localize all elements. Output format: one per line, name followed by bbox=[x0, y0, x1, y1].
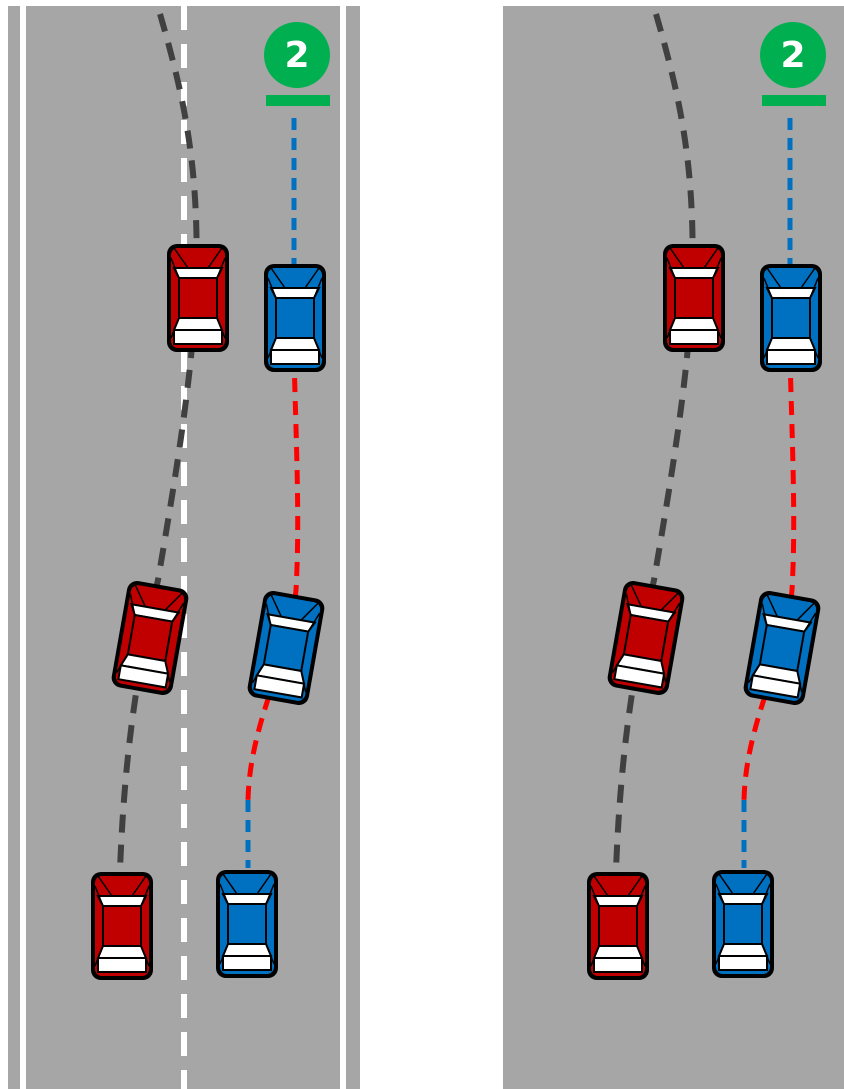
blue-car-path bbox=[245, 354, 301, 801]
red-car-step-1-right bbox=[662, 243, 726, 353]
red-car-path-right bbox=[613, 13, 696, 871]
edge-line-left bbox=[20, 6, 26, 1089]
blue-car-step-3-right bbox=[711, 869, 775, 979]
left-panel: 2 bbox=[8, 6, 360, 1089]
red-car-step-3 bbox=[90, 871, 154, 981]
red-car-step-3-right bbox=[586, 871, 650, 981]
blue-car-step-1-right bbox=[759, 263, 823, 373]
red-car-step-1 bbox=[166, 243, 230, 353]
red-car-path bbox=[117, 13, 200, 871]
edge-line-right bbox=[340, 6, 346, 1089]
blue-car-path-right bbox=[741, 354, 797, 801]
right-panel: 2 bbox=[503, 6, 844, 1089]
blue-car-step-3 bbox=[215, 869, 279, 979]
step-badge-left: 2 bbox=[264, 22, 330, 106]
badge-label-right: 2 bbox=[780, 35, 805, 76]
blue-car-step-1 bbox=[263, 263, 327, 373]
road-right bbox=[503, 6, 844, 1089]
badge-label-left: 2 bbox=[284, 35, 309, 76]
step-badge-right: 2 bbox=[760, 22, 826, 106]
